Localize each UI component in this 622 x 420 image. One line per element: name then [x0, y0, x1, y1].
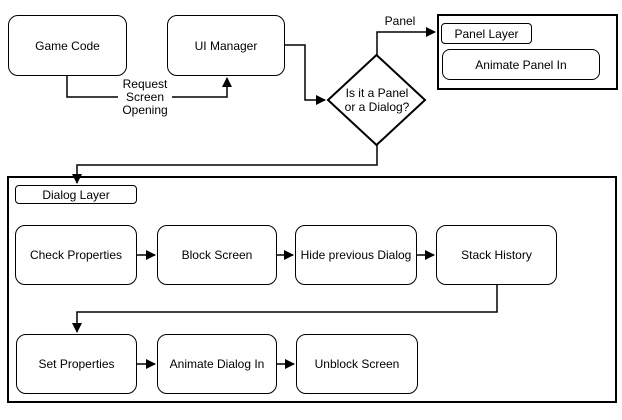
node-panel-layer: Panel Layer: [441, 23, 532, 44]
node-animate-panel-in: Animate Panel In: [442, 49, 600, 80]
node-hide-previous-dialog: Hide previous Dialog: [295, 225, 417, 285]
node-animate-dialog-in: Animate Dialog In: [157, 334, 277, 394]
node-game-code: Game Code: [8, 15, 127, 76]
edge-label-request-screen-opening: Request Screen Opening: [118, 78, 172, 117]
node-ui-manager: UI Manager: [167, 15, 285, 76]
node-stack-history: Stack History: [436, 225, 557, 285]
decision-label: Is it a Panel or a Dialog?: [344, 86, 410, 114]
node-dialog-layer: Dialog Layer: [15, 185, 137, 204]
node-set-properties: Set Properties: [16, 334, 137, 394]
edge-decision-to-panel-layer: [376, 27, 436, 55]
edge-label-panel: Panel: [381, 15, 419, 28]
edge-uimanager-to-decision: [285, 44, 326, 105]
node-check-properties: Check Properties: [15, 225, 137, 285]
node-unblock-screen: Unblock Screen: [296, 334, 418, 394]
node-block-screen: Block Screen: [157, 225, 277, 285]
